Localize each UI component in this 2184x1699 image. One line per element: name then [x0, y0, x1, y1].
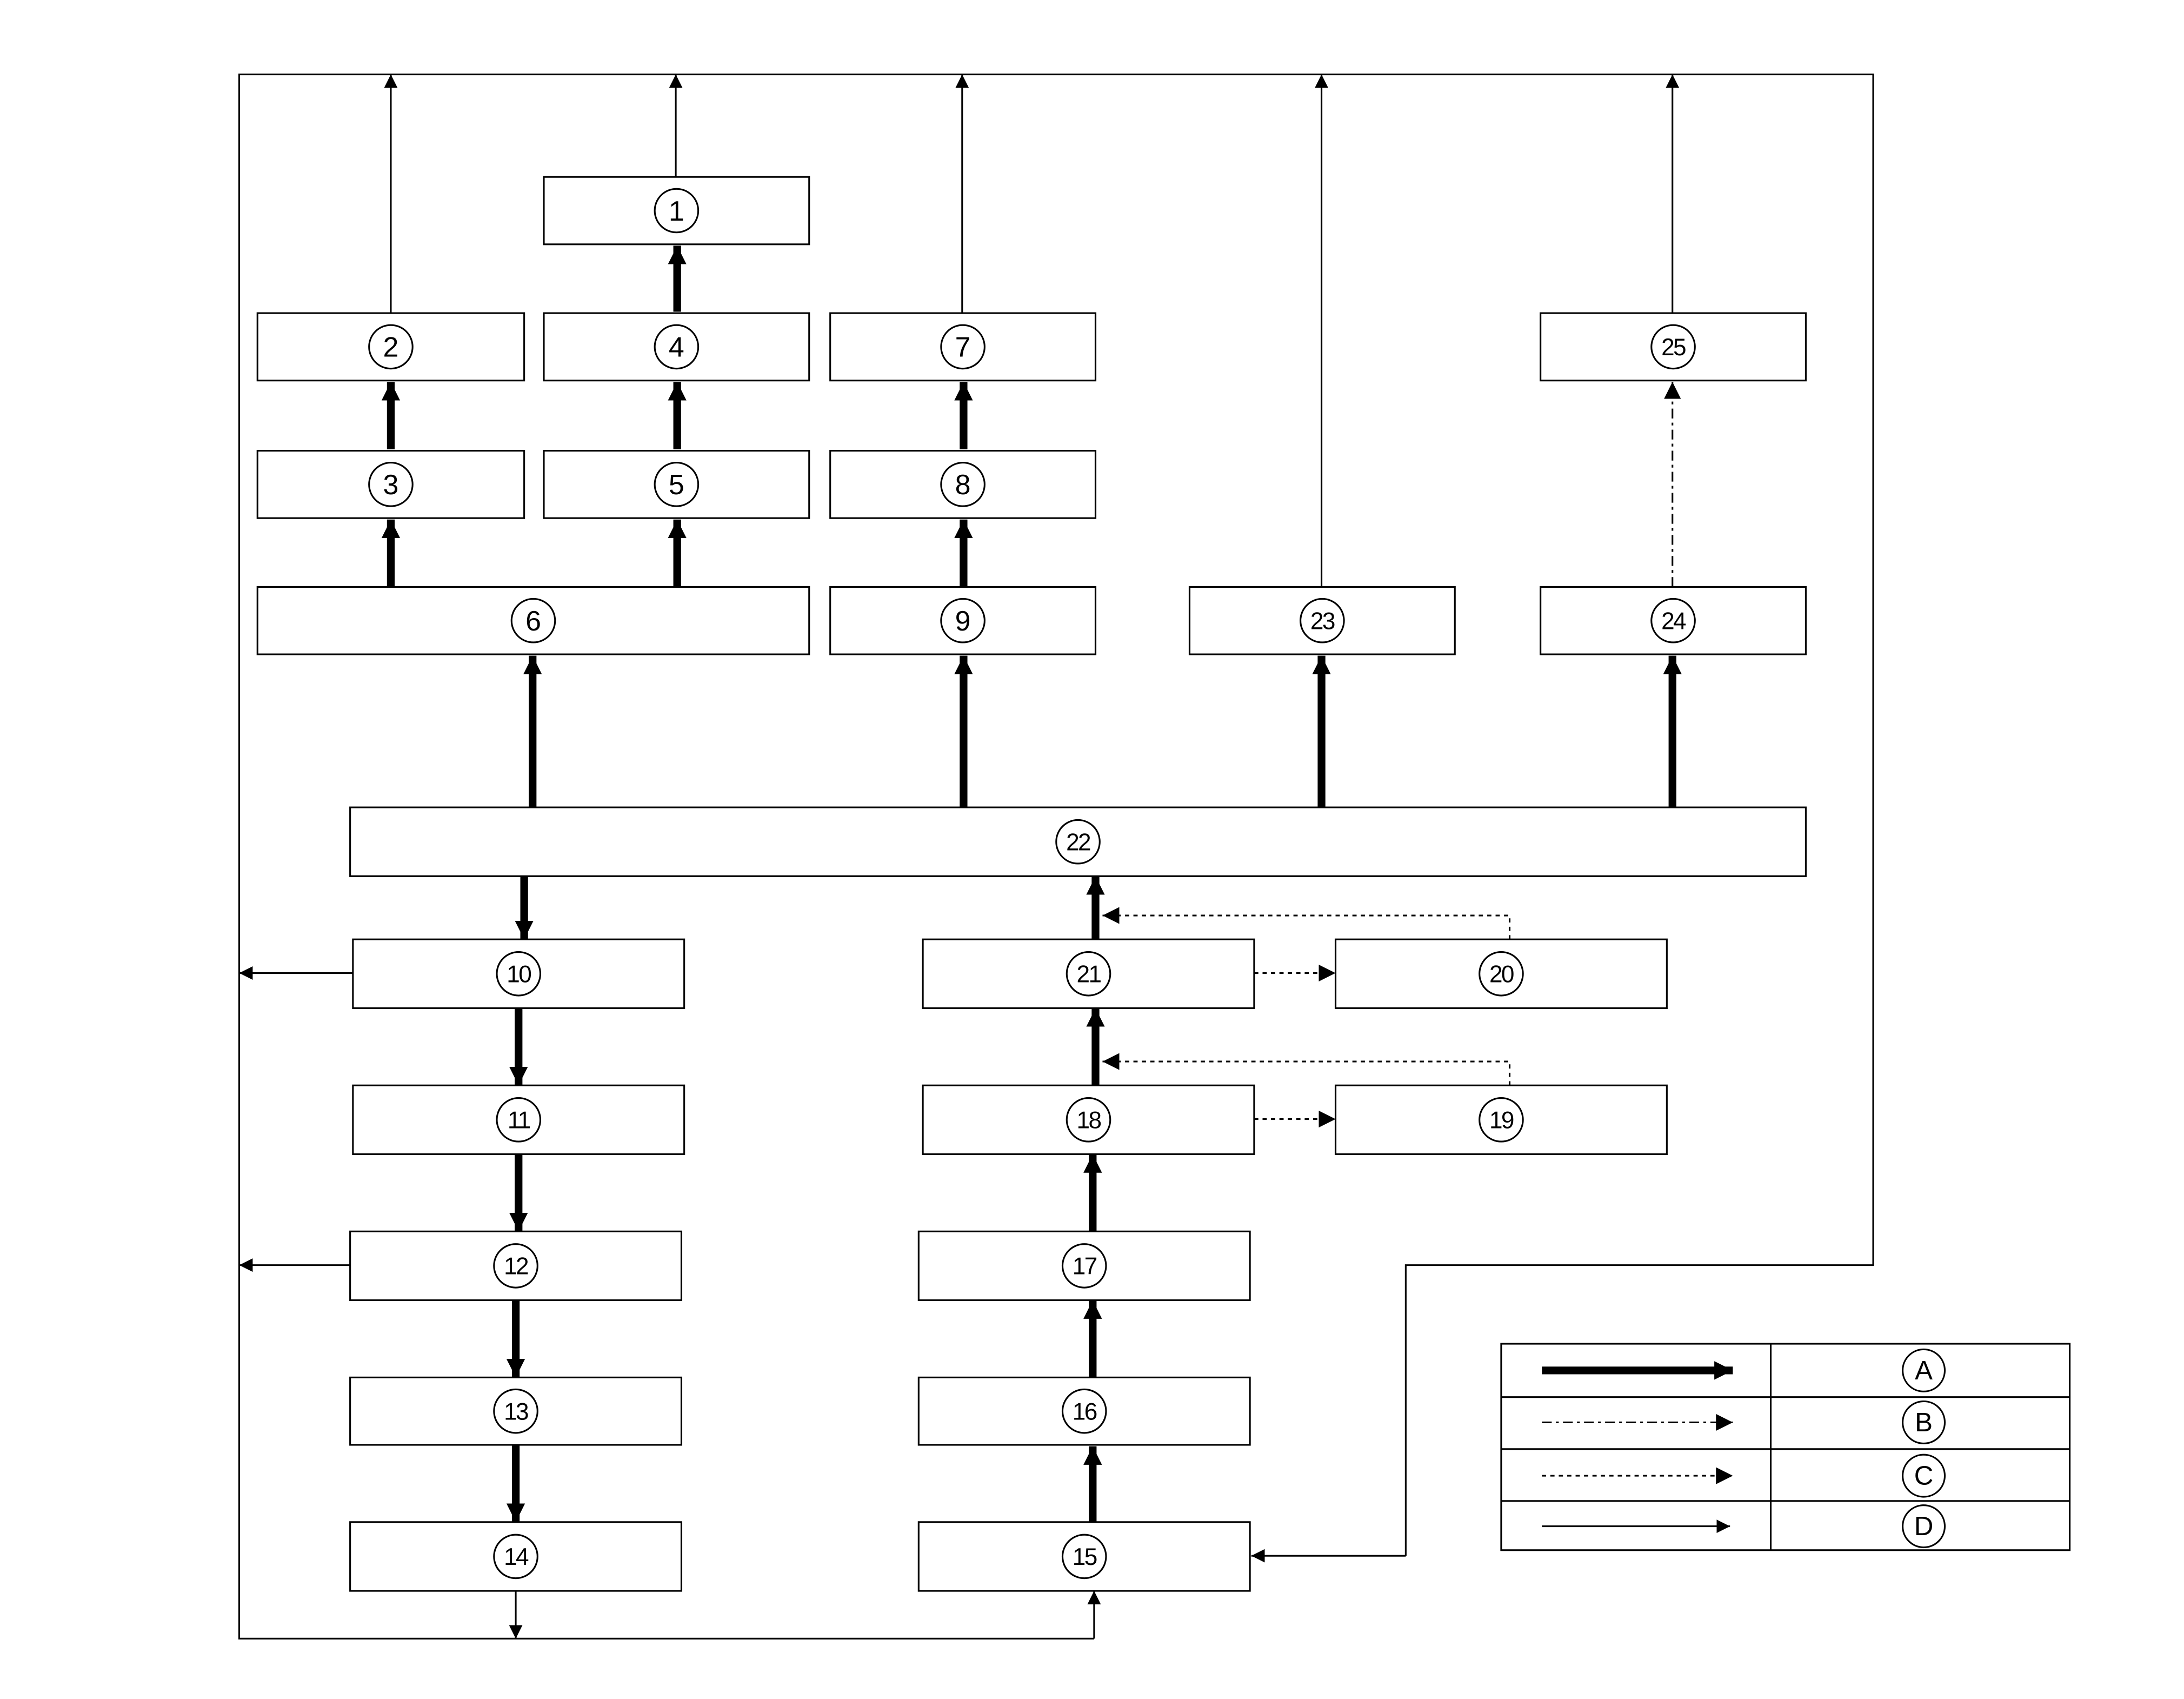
box-number: 23 [1310, 608, 1335, 635]
legend: A B C D [1500, 1343, 2071, 1551]
box-number: 18 [1077, 1107, 1101, 1134]
box-18: 18 [922, 1084, 1255, 1156]
box-number: 8 [955, 469, 971, 501]
box-number: 9 [955, 606, 971, 637]
box-17: 17 [917, 1230, 1251, 1302]
box-number: 13 [504, 1398, 528, 1425]
number-circle [493, 1534, 538, 1579]
box-12: 12 [349, 1230, 683, 1302]
box-number: 3 [383, 469, 399, 501]
box-number: 6 [525, 606, 541, 637]
legend-label-b: B [1902, 1400, 1946, 1444]
box-5: 5 [543, 449, 810, 519]
number-circle [493, 1243, 538, 1289]
box-4: 4 [543, 312, 810, 382]
box-3: 3 [256, 449, 525, 519]
box-number: 25 [1661, 334, 1686, 361]
number-circle [940, 598, 986, 643]
thick-arrows [381, 245, 1682, 1522]
number-circle [1650, 324, 1696, 370]
number-circle [368, 462, 414, 507]
box-number: 16 [1073, 1398, 1097, 1425]
box-number: 2 [383, 332, 399, 363]
box-2: 2 [256, 312, 525, 382]
number-circle [1061, 1534, 1107, 1579]
box-number: 4 [669, 332, 684, 363]
box-number: 15 [1073, 1544, 1097, 1570]
number-circle [940, 462, 986, 507]
box-7: 7 [829, 312, 1097, 382]
box-number: 12 [504, 1253, 528, 1280]
box-15: 15 [917, 1521, 1251, 1592]
legend-letter-c: C [1914, 1461, 1934, 1491]
box-13: 13 [349, 1376, 683, 1446]
number-circle [1300, 598, 1345, 643]
box-8: 8 [829, 449, 1097, 519]
thin-arrows [239, 74, 1680, 1639]
outer-connector-frame [238, 74, 1874, 1640]
box-number: 7 [955, 332, 971, 363]
number-circle [496, 951, 542, 997]
legend-letter-a: A [1915, 1356, 1933, 1385]
box-22: 22 [349, 806, 1807, 877]
number-circle [496, 1097, 542, 1143]
box-16: 16 [917, 1376, 1251, 1446]
legend-label-c: C [1902, 1454, 1946, 1498]
box-14: 14 [349, 1521, 683, 1592]
box-number: 11 [508, 1107, 530, 1134]
box-number: 22 [1066, 829, 1090, 856]
number-circle [1055, 819, 1101, 865]
box-19: 19 [1334, 1084, 1668, 1156]
number-circle [654, 188, 700, 234]
box-number: 20 [1489, 961, 1514, 988]
number-circle [1479, 951, 1524, 997]
box-number: 1 [669, 196, 684, 227]
box-number: 24 [1661, 608, 1686, 635]
number-circle [1066, 951, 1111, 997]
number-circle [510, 598, 556, 643]
box-9: 9 [829, 586, 1097, 655]
arrow-20-feedback [1102, 907, 1511, 940]
box-frame [1334, 1084, 1668, 1156]
box-11: 11 [352, 1084, 685, 1156]
box-1: 1 [543, 176, 810, 245]
number-circle [654, 324, 700, 370]
number-circle [1061, 1243, 1107, 1289]
box-6: 6 [256, 586, 810, 655]
arrow-19-feedback [1102, 1053, 1511, 1086]
number-circle [940, 324, 986, 370]
box-number: 17 [1073, 1253, 1097, 1280]
number-circle [1061, 1388, 1107, 1434]
number-circle [654, 462, 700, 507]
legend-letter-d: D [1914, 1511, 1934, 1541]
legend-label-a: A [1902, 1348, 1946, 1392]
number-circle [368, 324, 414, 370]
box-number: 19 [1489, 1107, 1514, 1134]
box-20: 20 [1334, 938, 1668, 1009]
box-25: 25 [1540, 312, 1807, 382]
box-number: 5 [669, 469, 684, 501]
box-10: 10 [352, 938, 685, 1009]
number-circle [1479, 1097, 1524, 1143]
box-21: 21 [922, 938, 1255, 1009]
box-23: 23 [1188, 586, 1456, 655]
box-number: 21 [1077, 961, 1101, 988]
number-circle [1066, 1097, 1111, 1143]
box-number: 10 [507, 961, 531, 988]
number-circle [493, 1388, 538, 1434]
number-circle [1650, 598, 1696, 643]
box-number: 14 [504, 1544, 529, 1570]
legend-label-d: D [1902, 1504, 1946, 1549]
box-24: 24 [1540, 586, 1807, 655]
dotted-arrows [1102, 907, 1511, 1128]
legend-letter-b: B [1915, 1408, 1933, 1437]
